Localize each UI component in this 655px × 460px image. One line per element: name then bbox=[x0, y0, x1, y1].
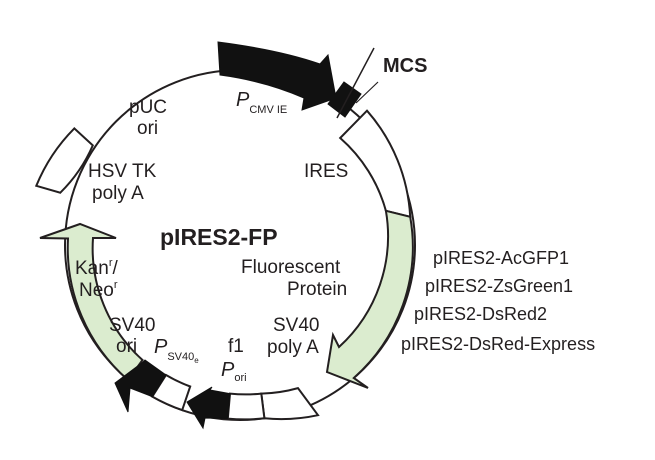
variant-item-1: pIRES2-AcGFP1 bbox=[433, 248, 569, 268]
hsv-tk-polya-box bbox=[34, 127, 95, 194]
f1-ori-box bbox=[226, 392, 266, 421]
variant-item-2: pIRES2-ZsGreen1 bbox=[425, 276, 573, 296]
variant-item-3: pIRES2-DsRed2 bbox=[414, 304, 547, 324]
sv40-polya-label-line2: poly A bbox=[267, 337, 319, 358]
mcs-leader-line-2 bbox=[355, 81, 379, 104]
fp-label-line1: Fluorescent bbox=[241, 257, 341, 278]
puc-ori-label-line1: pUC bbox=[129, 97, 167, 118]
ires-label: IRES bbox=[304, 161, 348, 182]
sv40-polya-label-line1: SV40 bbox=[273, 315, 319, 336]
sv40-polya-box bbox=[260, 386, 320, 421]
puc-ori-label-line2: ori bbox=[137, 118, 158, 139]
mcs-leader-line-1 bbox=[336, 47, 375, 119]
pcmv-label: PCMV IE bbox=[236, 89, 287, 116]
pori-promoter-arrow bbox=[186, 386, 231, 430]
plasmid-name: pIRES2-FP bbox=[160, 224, 278, 250]
mcs-block bbox=[327, 81, 362, 118]
kan-neo-label-line1: Kanr/ bbox=[75, 257, 118, 279]
sv40-ori-label-line2: ori bbox=[116, 336, 137, 357]
hsvtk-label-line1: HSV TK bbox=[88, 161, 157, 182]
ires-box bbox=[338, 109, 412, 219]
hsvtk-label-line2: poly A bbox=[92, 183, 144, 204]
kan-neo-resistance-arrow bbox=[39, 222, 144, 382]
kan-neo-label-line2: Neor bbox=[79, 279, 118, 301]
variant-item-4: pIRES2-DsRed-Express bbox=[401, 334, 595, 354]
fluorescent-protein-arrow bbox=[325, 209, 414, 389]
f1-ori-label-line2: Pori bbox=[221, 359, 247, 384]
fp-label-line2: Protein bbox=[287, 279, 347, 300]
mcs-label: MCS bbox=[383, 55, 427, 77]
psv40-label: PSV40e bbox=[154, 336, 199, 365]
f1-ori-label-line1: f1 bbox=[228, 336, 244, 357]
psv40-promoter-arrow bbox=[114, 359, 167, 413]
sv40-ori-label-line1: SV40 bbox=[109, 315, 155, 336]
